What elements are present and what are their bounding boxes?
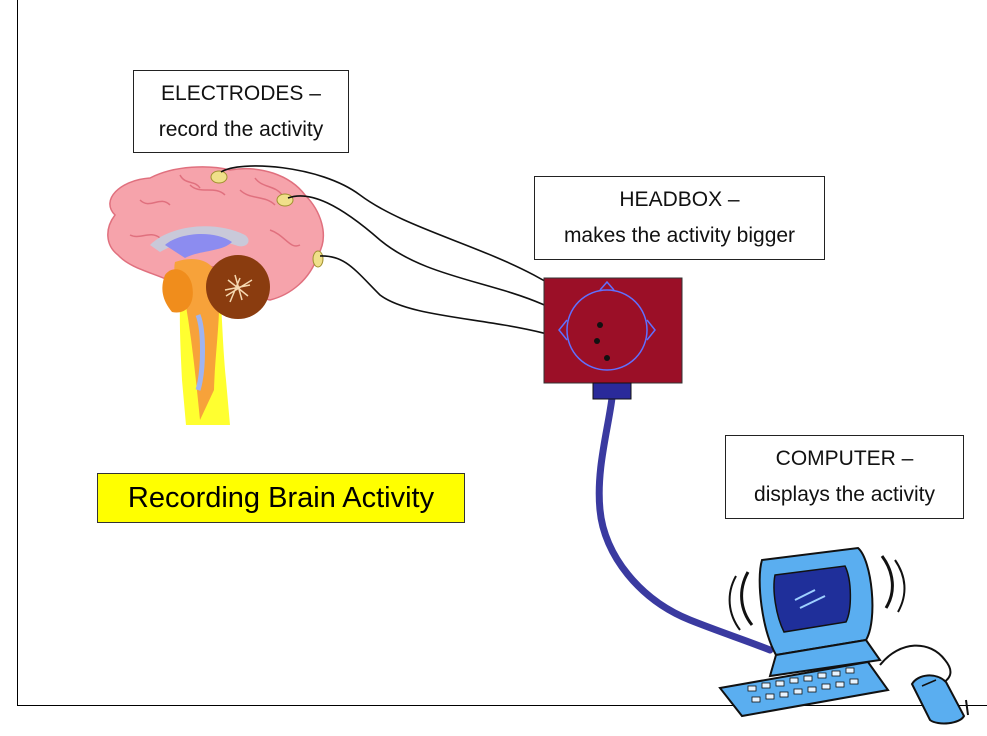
computer-description: displays the activity bbox=[754, 483, 935, 506]
frame-bottom-border bbox=[17, 705, 987, 706]
headbox-label-box: HEADBOX – makes the activity bigger bbox=[534, 176, 825, 260]
headbox-computer-cable bbox=[595, 394, 774, 654]
headbox-description: makes the activity bigger bbox=[563, 224, 796, 247]
electrode-3 bbox=[312, 250, 324, 268]
headbox-title: HEADBOX – bbox=[619, 188, 740, 211]
computer-label-box: COMPUTER – displays the activity bbox=[725, 435, 964, 519]
diagram-title: Recording Brain Activity bbox=[97, 473, 465, 523]
electrode-2 bbox=[276, 193, 294, 207]
computer-title: COMPUTER – bbox=[775, 447, 914, 470]
electrodes-title: ELECTRODES – bbox=[161, 82, 321, 105]
electrode-1 bbox=[210, 170, 228, 184]
frame-left-border bbox=[17, 0, 18, 706]
headbox-icon bbox=[543, 277, 683, 400]
brain-illustration bbox=[107, 166, 325, 425]
electrodes-description: record the activity bbox=[158, 118, 324, 141]
computer-clipart-icon bbox=[718, 546, 969, 725]
electrodes-label-box: ELECTRODES – record the activity bbox=[133, 70, 349, 153]
